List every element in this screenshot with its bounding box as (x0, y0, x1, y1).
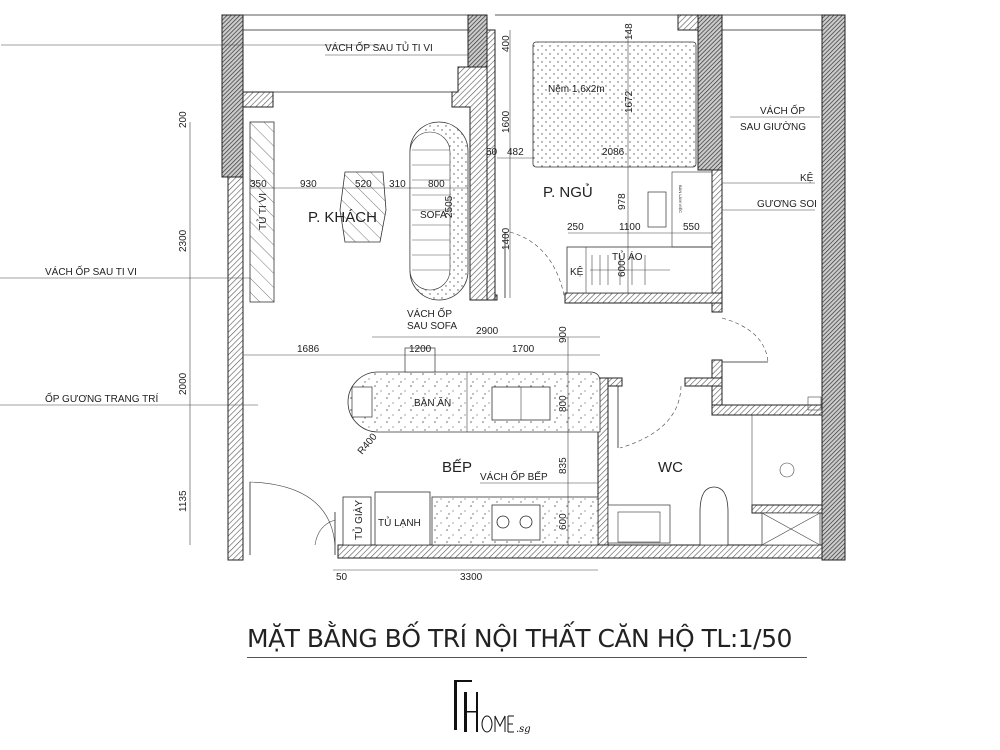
dim-310: 310 (389, 179, 406, 190)
room-label-wc: WC (658, 459, 683, 476)
doors[interactable] (249, 231, 769, 555)
dim-482: 482 (507, 147, 524, 158)
dim-3300: 3300 (460, 572, 483, 583)
label-deco-mirror: ỐP GƯƠNG TRANG TRÍ (45, 391, 158, 405)
bed (532, 41, 697, 168)
dim-2900: 2900 (476, 326, 499, 337)
dim-1600: 1600 (501, 110, 512, 133)
label-sofa: SOFA (420, 210, 447, 221)
desk-chair (647, 191, 667, 228)
svg-text:.sg: .sg (516, 724, 531, 735)
dim-2000: 2000 (178, 372, 189, 395)
dim-1700: 1700 (512, 344, 535, 355)
shoe-cabinet (342, 496, 372, 546)
room-label-living: P. KHÁCH (308, 209, 377, 226)
dim-900: 900 (558, 326, 569, 343)
label-shelf-right: KỆ (800, 171, 814, 184)
dim-1200: 1200 (409, 344, 432, 355)
fhome-logo: .sg (454, 680, 531, 735)
dim-930: 930 (300, 179, 317, 190)
chair (404, 347, 436, 373)
coffee-table (339, 171, 387, 243)
dim-1135: 1135 (178, 490, 189, 512)
label-shelf-wardrobe: KỆ (570, 265, 584, 278)
dim-50b: 50 (336, 572, 348, 583)
label-bed-panel-1: VÁCH ỐP (760, 103, 805, 117)
dim-600b: 600 (558, 513, 569, 530)
dim-50a: 50 (486, 147, 498, 158)
dim-600a: 600 (617, 260, 628, 277)
title-underline (247, 657, 807, 658)
desk (671, 171, 713, 248)
walls (221, 14, 846, 561)
label-radius: R400 (356, 431, 380, 457)
room-label-bedroom: P. NGỦ (543, 183, 593, 201)
dim-520: 520 (355, 179, 372, 190)
dim-1100: 1100 (619, 222, 641, 233)
label-mattress: Nệm 1,6x2m (548, 84, 605, 95)
dim-800a: 800 (428, 179, 445, 190)
footer: .sg (0, 672, 1000, 750)
label-tv-cabinet: TỦ TI VI (256, 193, 269, 230)
dim-1672: 1672 (624, 90, 635, 113)
dim-2300: 2300 (178, 229, 189, 252)
dimensions: 200 2300 2000 1135 350 930 520 310 800 2… (178, 23, 700, 583)
furniture (249, 41, 821, 546)
label-shoe-cabinet: TỦ GIÀY (352, 500, 365, 540)
label-desk: BÀN LÀM VIỆC (678, 185, 683, 213)
label-tv-back-panel-left: VÁCH ỐP SAU TI VI (45, 264, 137, 278)
shower-head-icon (779, 462, 795, 478)
chair (351, 386, 373, 418)
fridge (374, 491, 431, 546)
drawing-title: MẶT BẰNG BỐ TRÍ NỘI THẤT CĂN HỘ TL:1/50 (247, 624, 792, 653)
dim-978: 978 (617, 193, 628, 210)
toilet (699, 486, 729, 546)
leader-lines (0, 30, 820, 571)
cooktop (491, 504, 541, 541)
dim-400: 400 (501, 35, 512, 52)
label-wardrobe: TỦ ÁO (612, 250, 643, 263)
label-sofa-panel-2: SAU SOFA (407, 321, 457, 332)
dim-148: 148 (624, 23, 635, 40)
label-tv-back-panel-top: VÁCH ỐP SAU TỦ TI VI (325, 40, 433, 54)
label-sofa-panel-1: VÁCH ỐP (407, 306, 452, 320)
dim-200: 200 (178, 111, 189, 128)
label-bed-panel-2: SAU GIƯỜNG (740, 120, 806, 133)
tv-cabinet (249, 121, 275, 303)
washbasin (607, 504, 671, 544)
dim-800b: 800 (558, 395, 569, 412)
label-kitchen-panel: VÁCH ỐP BẾP (480, 469, 548, 483)
dim-1686: 1686 (297, 344, 320, 355)
label-fridge: TỦ LẠNH (378, 516, 421, 529)
room-label-kitchen: BẾP (442, 459, 472, 476)
dim-250: 250 (567, 222, 584, 233)
shaft-icon (807, 396, 822, 411)
label-dining-table: BÀN ĂN (414, 396, 451, 409)
dim-550: 550 (683, 222, 700, 233)
dim-1400: 1400 (501, 227, 512, 250)
dim-2505: 2505 (444, 195, 455, 218)
dim-2086: 2086 (602, 147, 625, 158)
label-mirror: GƯƠNG SOI (757, 199, 817, 210)
dim-835: 835 (558, 457, 569, 474)
dim-350: 350 (250, 179, 267, 190)
